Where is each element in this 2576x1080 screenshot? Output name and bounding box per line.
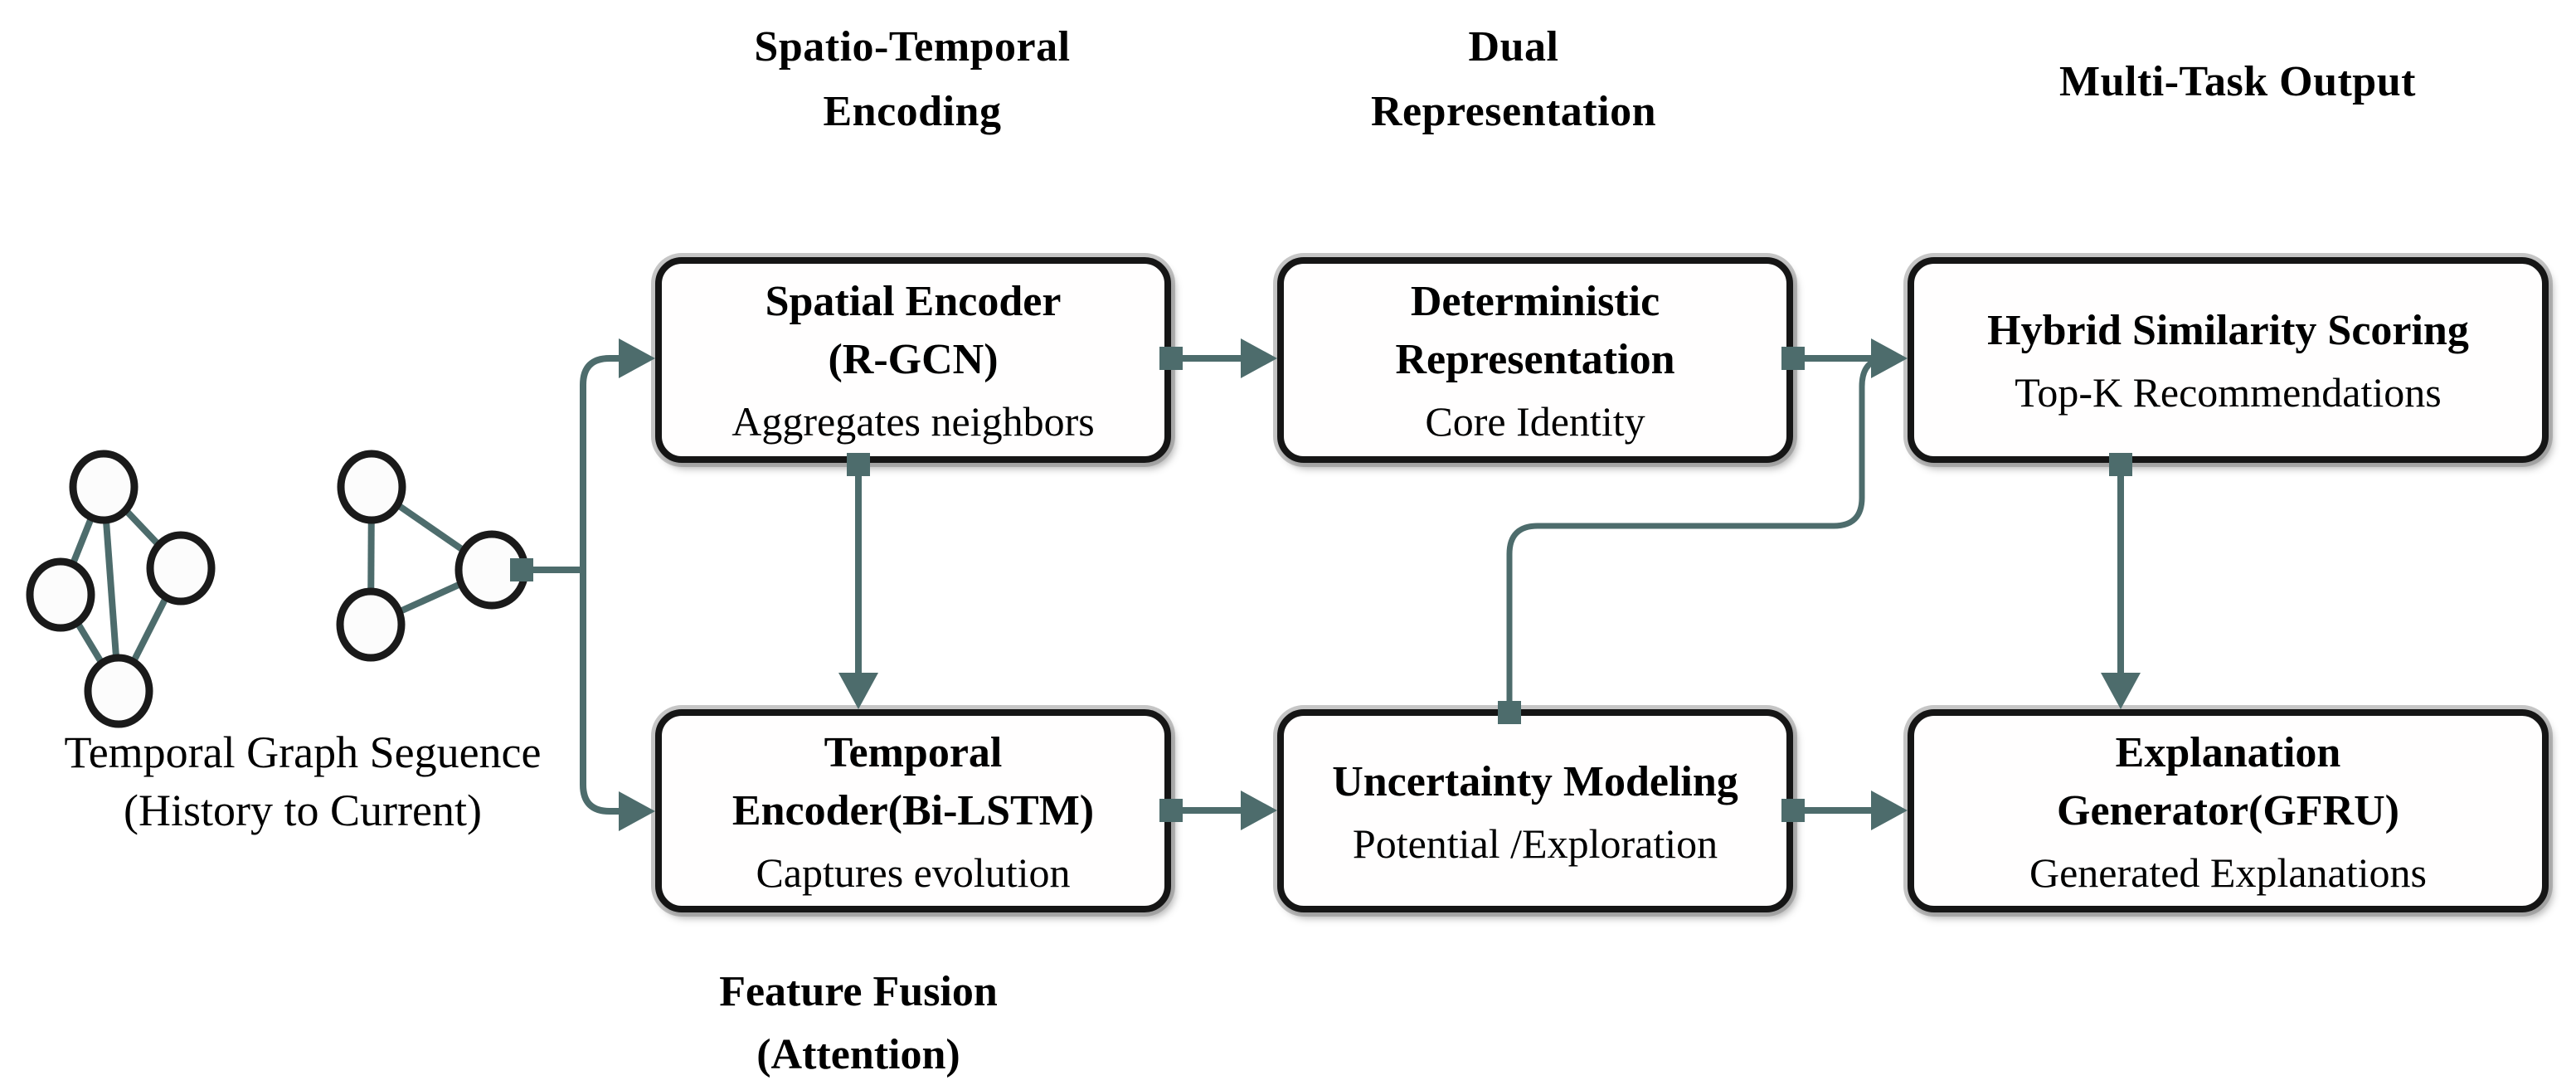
- box-temporal-encoder: Temporal Encoder(Bi-LSTM) Captures evolu…: [655, 709, 1171, 912]
- feature-fusion-label: Feature Fusion (Attention): [719, 968, 998, 1078]
- arrowhead-icon: [2101, 673, 2141, 709]
- explanation-generator-subtitle: Generated Explanations: [2029, 849, 2427, 896]
- header-spatio-temporal-encoding: Spatio-Temporal Encoding: [754, 23, 1071, 135]
- arrowhead-icon: [1241, 338, 1277, 378]
- spatial-encoder-subtitle: Aggregates neighbors: [731, 398, 1095, 445]
- box-spatial-encoder: Spatial Encoder (R-GCN) Aggregates neigh…: [655, 257, 1171, 463]
- graph-node-icon: [336, 587, 406, 662]
- arrowhead-icon: [838, 673, 878, 709]
- box-uncertainty-modeling: Uncertainty Modeling Potential /Explorat…: [1277, 709, 1793, 912]
- deterministic-representation-subtitle: Core Identity: [1425, 398, 1645, 445]
- graph-node-icon: [454, 530, 529, 610]
- arrowhead-icon: [1871, 791, 1908, 830]
- uncertainty-modeling-subtitle: Potential /Exploration: [1352, 820, 1718, 867]
- current-graph-edge: [367, 486, 375, 625]
- uncertainty-modeling-title: Uncertainty Modeling: [1332, 757, 1738, 805]
- temporal-encoder-title: Temporal Encoder(Bi-LSTM): [731, 728, 1095, 834]
- history-graph-edge: [101, 484, 183, 571]
- arrowhead-icon: [1871, 338, 1908, 378]
- temporal-graph-sequence-label: Temporal Graph Seguence (History to Curr…: [64, 727, 542, 835]
- explanation-generator-title: Explanation Generator(GFRU): [2057, 728, 2399, 834]
- deterministic-representation-title: Deterministic Representation: [1395, 278, 1675, 383]
- history-graph-edge: [57, 592, 122, 693]
- box-deterministic-representation: Deterministic Representation Core Identi…: [1277, 257, 1793, 463]
- box-hybrid-similarity-scoring: Hybrid Similarity Scoring Top-K Recommen…: [1908, 257, 2549, 463]
- hybrid-similarity-title: Hybrid Similarity Scoring: [1987, 307, 2469, 354]
- graph-node-icon: [146, 531, 216, 606]
- history-graph-edge: [115, 567, 184, 693]
- arrowhead-icon: [619, 338, 655, 378]
- graph-node-icon: [69, 450, 139, 524]
- header-dual-representation: Dual Representation: [1370, 23, 1656, 135]
- current-graph: [336, 450, 529, 662]
- arrowhead-icon: [619, 791, 655, 831]
- box-explanation-generator: Explanation Generator(GFRU) Generated Ex…: [1908, 709, 2549, 912]
- header-multi-task-output: Multi-Task Output: [2059, 58, 2416, 105]
- connector-graph-to-spatial-encoder: [580, 355, 620, 570]
- connector-joint: [510, 558, 533, 581]
- arrowhead-icon: [1241, 791, 1277, 830]
- hybrid-similarity-subtitle: Top-K Recommendations: [2015, 369, 2442, 416]
- current-graph-edge: [369, 484, 494, 573]
- history-graph: [26, 450, 216, 728]
- current-graph-edge: [369, 567, 493, 628]
- spatial-encoder-title: Spatial Encoder (R-GCN): [765, 278, 1062, 383]
- history-graph-edge: [100, 486, 122, 692]
- graph-node-icon: [337, 450, 406, 524]
- graph-node-icon: [84, 654, 153, 728]
- history-graph-edge: [57, 485, 107, 596]
- temporal-encoder-subtitle: Captures evolution: [756, 849, 1071, 896]
- graph-node-icon: [26, 557, 95, 632]
